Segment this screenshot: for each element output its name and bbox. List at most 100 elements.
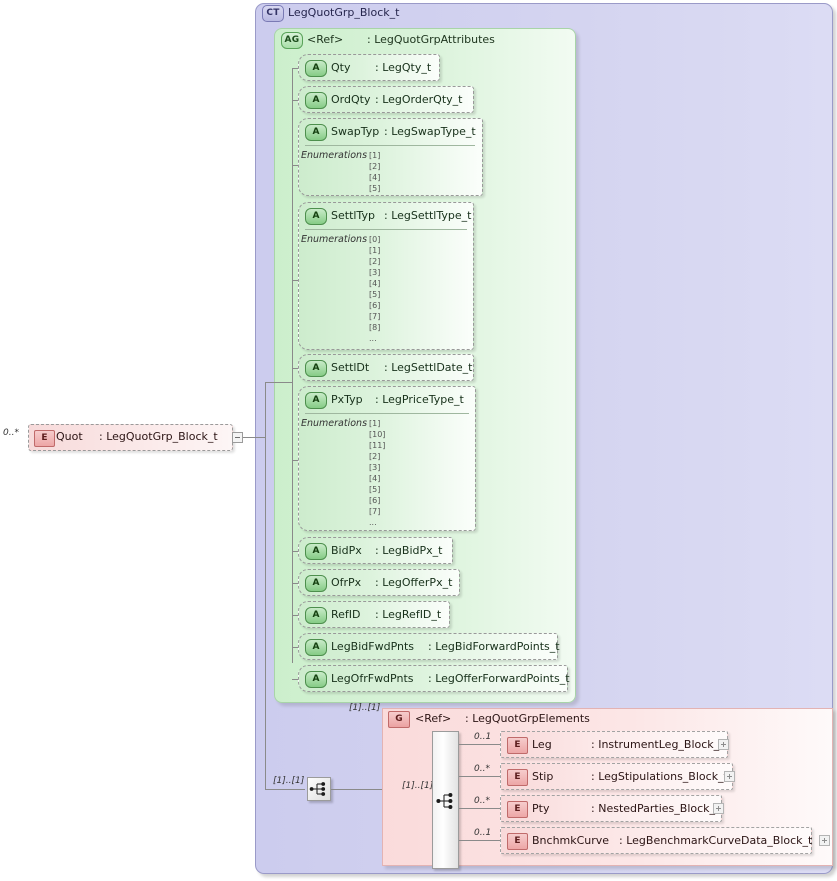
element-group-badge: G [388,711,410,728]
enum-item: [5] [369,485,381,494]
type-name: LegQty_t [382,61,432,74]
attribute-name: SwapTyp [331,125,380,138]
attribute-badge: A [305,124,327,141]
separator: : [375,393,379,406]
enum-divider [305,145,475,146]
attribute-legofrfwdpnts[interactable]: A LegOfrFwdPnts : LegOfferForwardPoints_… [298,665,570,692]
enum-values: [0] [1] [2] [3] [4] [5] [6] [7] [8] ... [369,234,380,344]
type-name: InstrumentLeg_Block_t [598,738,724,751]
element-name: Quot [56,430,83,443]
element-quot[interactable] [28,424,233,451]
connector-qty [292,68,300,69]
attribute-ordqty[interactable]: A OrdQty : LegOrderQty_t [298,86,474,113]
connector-legbidfwdpnts [292,647,300,648]
attribute-ofrpx[interactable]: A OfrPx : LegOfferPx_t [298,569,460,596]
stip-occurrence: 0..* [474,764,490,774]
element-bnchmkcurve[interactable]: E BnchmkCurve : LegBenchmarkCurveData_Bl… [500,827,812,854]
attribute-badge: A [305,360,327,377]
element-name: Leg [532,738,552,751]
connector-group-pty [459,808,501,809]
connector-ordqty [292,100,300,101]
enum-item: [4] [369,279,381,288]
enum-item: [2] [369,162,381,171]
group-sequence-compositor-icon[interactable] [432,731,459,869]
attribute-name: Qty [331,61,351,74]
enum-item: [5] [369,184,381,193]
attribute-badge: A [305,607,327,624]
separator: : [428,672,432,685]
attribute-pxtyp[interactable]: A PxTyp : LegPriceType_t Enumerations [1… [298,386,476,531]
type-name: LegOrderQty_t [382,93,463,106]
attribute-badge: A [305,671,327,688]
connector-group-stip [459,776,501,777]
attribute-badge: A [305,575,327,592]
attribute-type: : LegSettlType_t [384,209,471,222]
element-name: Stip [532,770,554,783]
attribute-swaptyp[interactable]: A SwapTyp : LegSwapType_t Enumerations [… [298,118,483,196]
connector-bidpx [292,551,300,552]
separator: : [384,209,388,222]
connector-legofrfwdpnts [292,679,300,680]
expand-toggle-icon-leg[interactable] [718,739,729,750]
sequence-compositor-icon[interactable] [307,777,331,801]
element-type: : LegQuotGrp_Block_t [99,430,218,443]
attribute-settldt[interactable]: A SettlDt : LegSettlDate_t [298,354,474,381]
element-leg[interactable]: E Leg : InstrumentLeg_Block_t [500,731,728,758]
enum-item: [3] [369,463,381,472]
enum-item: [10] [369,430,386,439]
connector-group-leg [459,744,501,745]
attribute-name: PxTyp [331,393,363,406]
attribute-type: : LegSwapType_t [384,125,476,138]
connector-pxtyp [292,460,300,461]
enum-item: [3] [369,268,381,277]
type-name: LegPriceType_t [382,393,464,406]
attribute-settltyp[interactable]: A SettlTyp : LegSettlType_t Enumerations… [298,202,474,350]
element-badge: E [507,833,528,850]
expand-toggle-icon-pty[interactable] [713,803,724,814]
attribute-type: : LegSettlDate_t [384,361,472,374]
type-name: LegStipulations_Block_t [598,770,728,783]
element-group-type-label: : LegQuotGrpElements [465,712,590,725]
connector-settltyp [292,280,300,281]
element-badge: E [507,737,528,754]
attribute-tree-trunk [292,68,293,663]
attribute-qty[interactable]: A Qty : LegQty_t [298,54,440,81]
enum-item: [1] [369,419,381,428]
separator: : [375,544,379,557]
separator: : [384,361,388,374]
attribute-badge: A [305,543,327,560]
enum-item: [1] [369,246,381,255]
attribute-badge: A [305,639,327,656]
enum-values: [1] [10] [11] [2] [3] [4] [5] [6] [7] ..… [369,418,385,528]
collapse-toggle-icon[interactable] [232,432,243,443]
element-stip[interactable]: E Stip : LegStipulations_Block_t [500,763,733,790]
attribute-badge: A [305,60,327,77]
attribute-group-separator: : [367,33,371,46]
enum-values: [1] [2] [4] [5] [369,150,380,194]
type-name: NestedParties_Block_t [598,802,720,815]
element-pty[interactable]: E Pty : NestedParties_Block_t [500,795,722,822]
separator: : [591,738,595,751]
expand-toggle-icon-stip[interactable] [724,771,735,782]
type-name: LegBidForwardPoints_t [435,640,560,653]
attribute-name: BidPx [331,544,362,557]
complex-type-badge: CT [262,5,284,22]
expand-toggle-icon-bnchmkcurve[interactable] [819,835,830,846]
bnchmkcurve-occurrence: 0..1 [474,828,492,838]
separator: : [591,770,595,783]
element-type: : LegStipulations_Block_t [591,770,728,783]
attribute-refid[interactable]: A RefID : LegRefID_t [298,601,450,628]
attribute-name: SettlTyp [331,209,375,222]
enum-item: [6] [369,301,381,310]
type-name: LegOfferPx_t [382,576,453,589]
type-name: LegBenchmarkCurveData_Block_t [626,834,813,847]
separator: : [375,93,379,106]
connector-quot-main [243,437,265,438]
type-name: LegRefID_t [382,608,442,621]
type-name: LegSettlDate_t [391,361,473,374]
attribute-bidpx[interactable]: A BidPx : LegBidPx_t [298,537,453,564]
enum-item: ... [369,518,377,527]
separator: : [591,802,595,815]
element-name: Pty [532,802,550,815]
attribute-legbidfwdpnts[interactable]: A LegBidFwdPnts : LegBidForwardPoints_t [298,633,560,660]
